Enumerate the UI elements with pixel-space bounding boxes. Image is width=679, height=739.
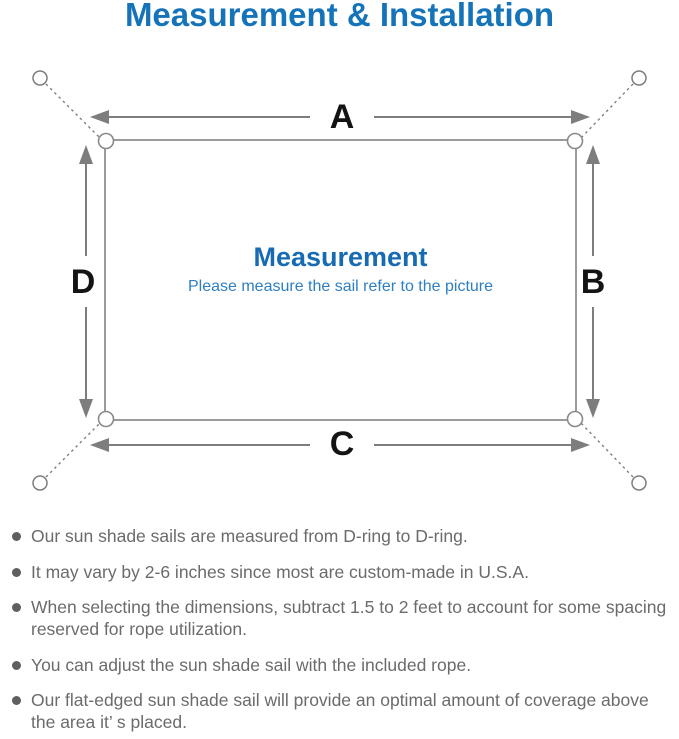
- dimension-label-d: D: [70, 263, 96, 301]
- note-text: Our sun shade sails are measured from D-…: [31, 526, 468, 546]
- note-text: Our flat-edged sun shade sail will provi…: [31, 690, 649, 733]
- dimension-label-c: C: [329, 425, 355, 463]
- bullet-icon: [12, 603, 21, 613]
- arrow-b: [586, 145, 600, 418]
- rope-dashed-line: [45, 83, 634, 478]
- bullet-icon: [12, 696, 21, 706]
- bullet-icon: [12, 532, 21, 541]
- notes-list: Our sun shade sails are measured from D-…: [12, 526, 672, 739]
- note-text: You can adjust the sun shade sail with t…: [31, 654, 472, 675]
- dimension-label-b: B: [580, 263, 606, 301]
- arrow-d: [79, 145, 93, 418]
- sail-rectangle: [104, 139, 577, 421]
- list-item: You can adjust the sun shade sail with t…: [12, 655, 672, 677]
- bullet-icon: [12, 660, 21, 670]
- sail-diagram-canvas: [32, 70, 647, 491]
- arrow-c: [90, 438, 590, 452]
- list-item: When selecting the dimensions, subtract …: [12, 597, 672, 640]
- diagram-center-subtitle: Please measure the sail refer to the pic…: [187, 278, 494, 295]
- note-text: When selecting the dimensions, subtract …: [31, 597, 667, 640]
- dimension-label-a: A: [329, 98, 355, 136]
- list-item: Our flat-edged sun shade sail will provi…: [12, 690, 672, 733]
- diagram-center-title: Measurement: [253, 242, 428, 272]
- list-item: Our sun shade sails are measured from D-…: [12, 526, 672, 548]
- page-title: Measurement & Installation: [124, 0, 555, 33]
- d-ring-icon: [97, 132, 584, 428]
- list-item: It may vary by 2-6 inches since most are…: [12, 562, 672, 584]
- anchor-point-icon: [32, 70, 647, 491]
- note-text: It may vary by 2-6 inches since most are…: [31, 561, 529, 582]
- measurement-diagram: A B C D Measurement Please measure the s…: [0, 60, 679, 520]
- arrow-a: [90, 110, 590, 124]
- bullet-icon: [12, 567, 21, 577]
